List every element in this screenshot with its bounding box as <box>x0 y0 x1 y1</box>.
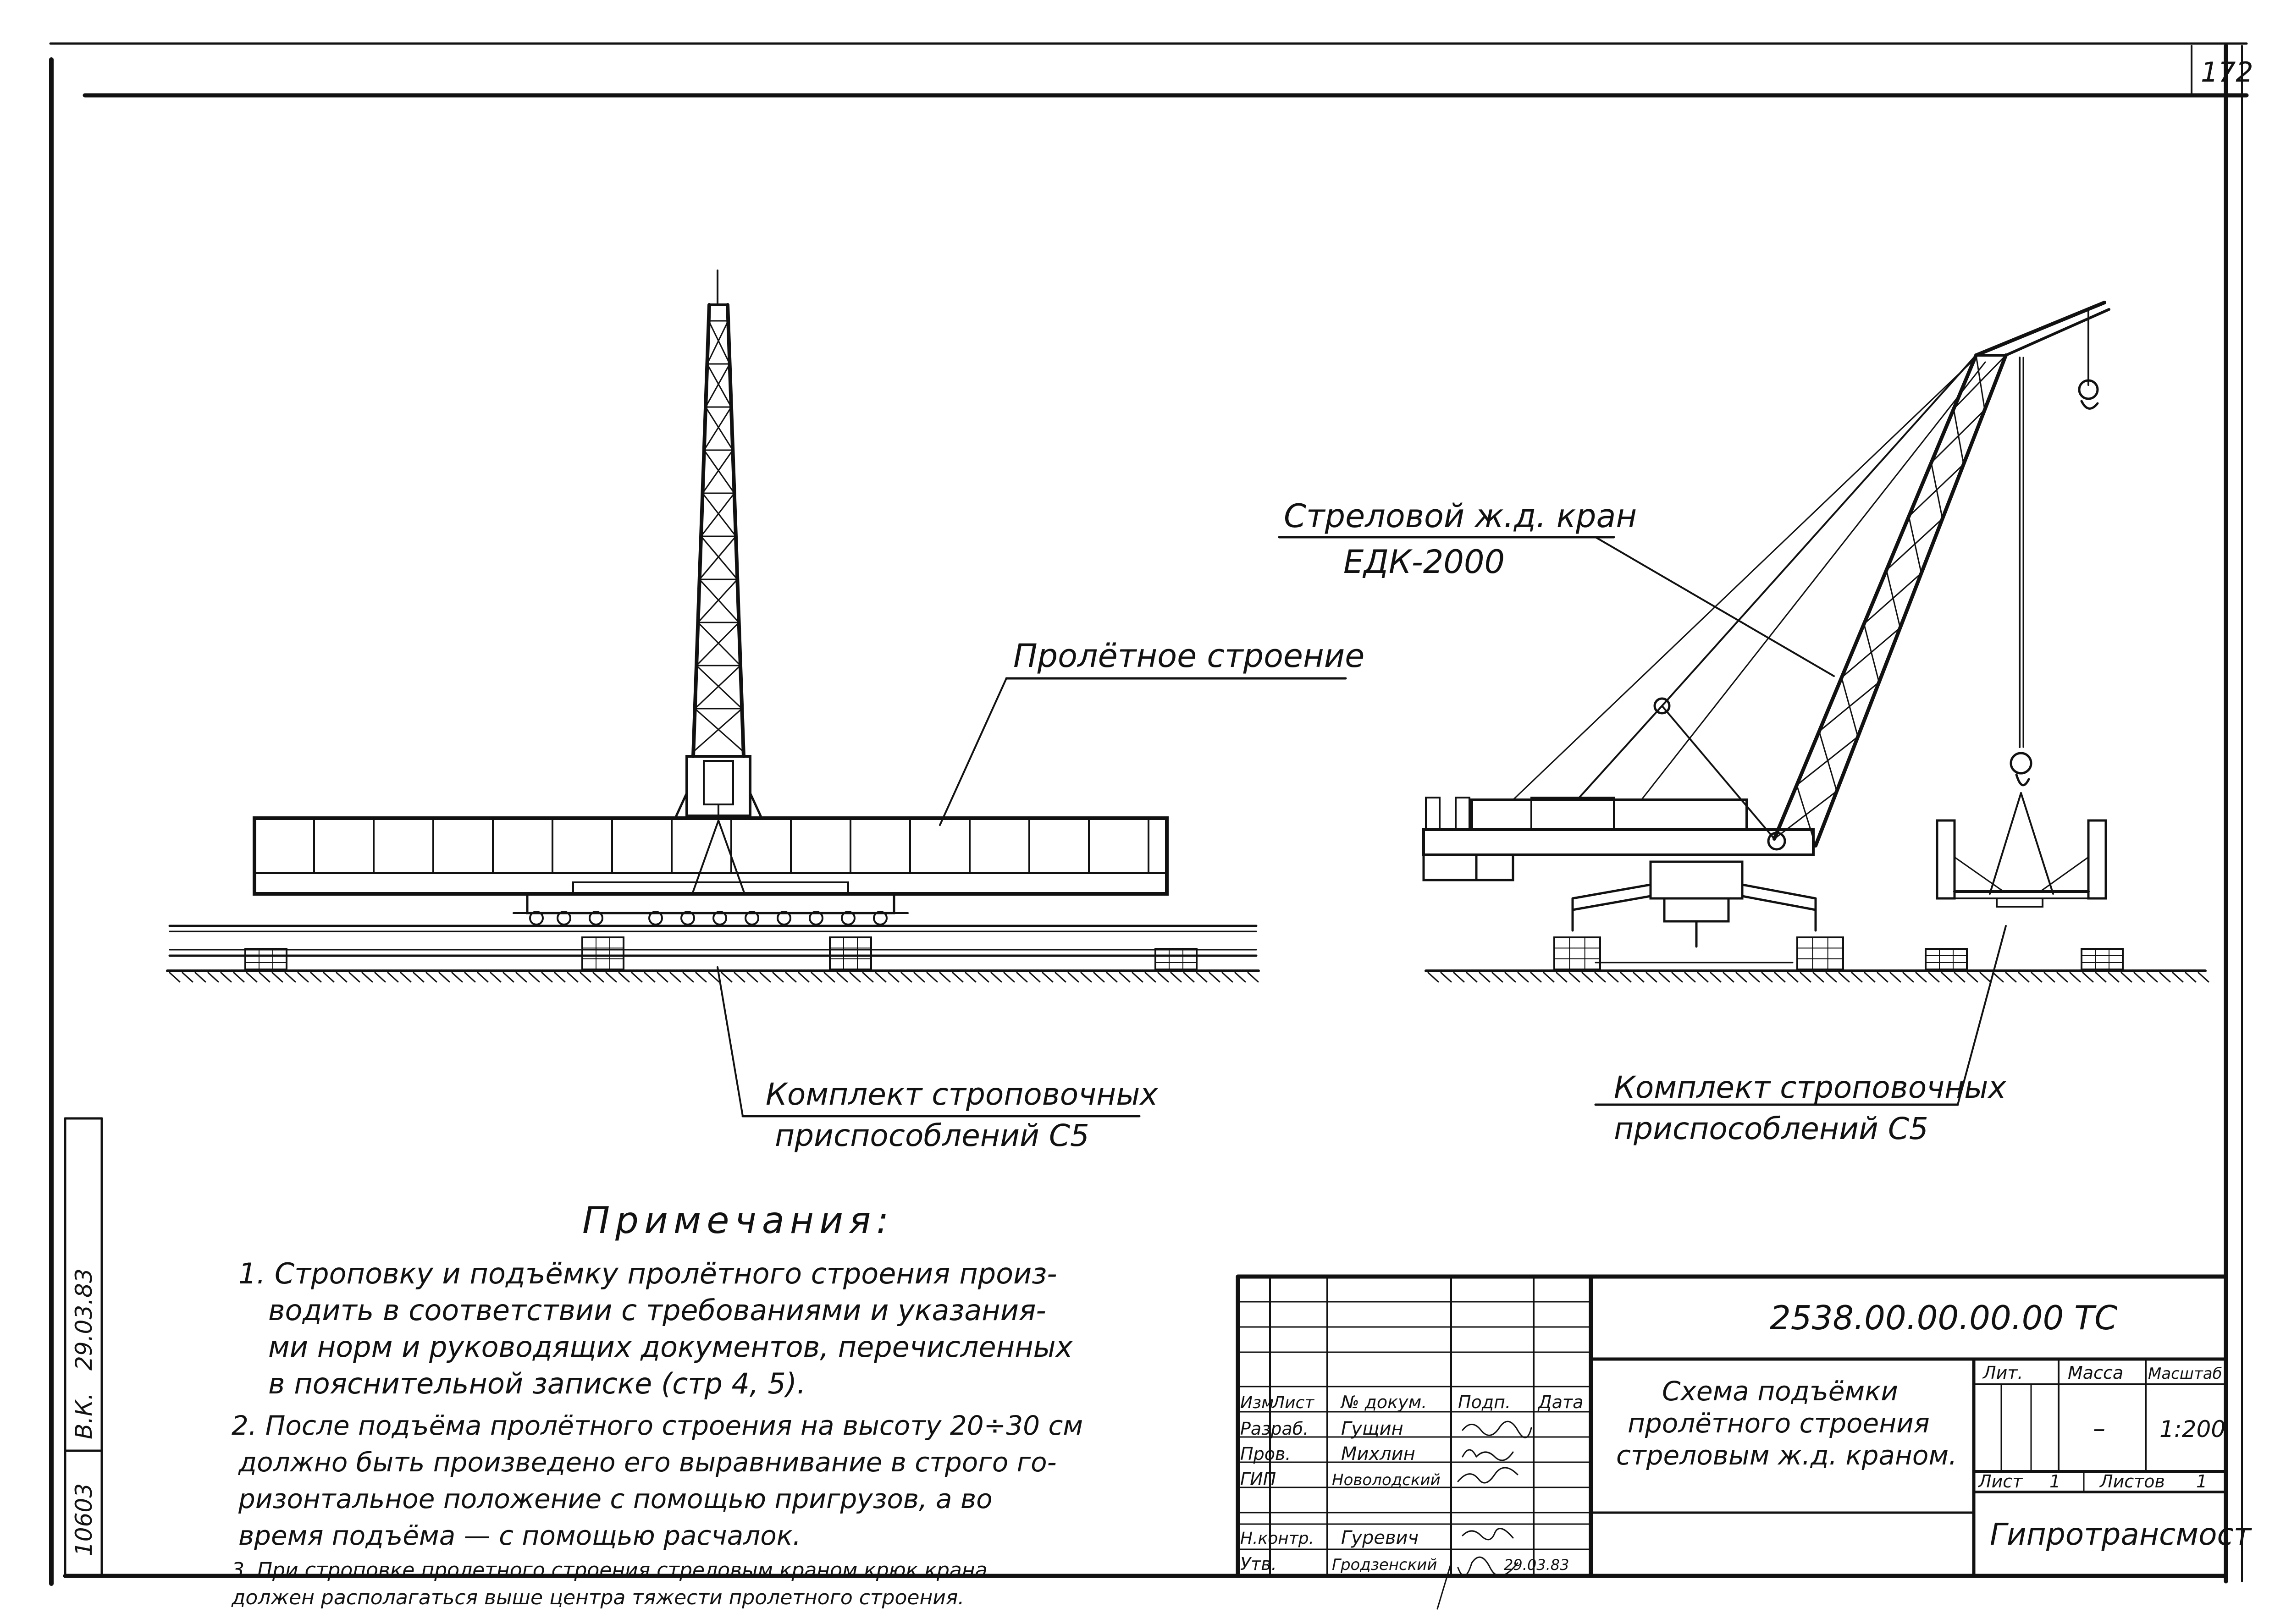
scale-label: Масштаб <box>2148 1365 2222 1383</box>
suspended-span <box>1936 792 2107 908</box>
label-kit-left-2: приспособлений С5 <box>775 1118 1089 1153</box>
note-line-8: время подъёма — с помощью расчалок. <box>238 1520 801 1551</box>
support-blocks-left <box>244 936 1198 970</box>
label-kit-right-2: приспособлений С5 <box>1614 1111 1928 1146</box>
name-nkontr: Гуревич <box>1341 1527 1419 1548</box>
sheet-frame: 172 <box>49 42 2253 1586</box>
sheets-label: Листов <box>2099 1471 2165 1492</box>
mass-value: – <box>2093 1414 2105 1443</box>
col-list: Лист <box>1271 1393 1314 1412</box>
sign-date: 29.03.83 <box>1504 1556 1569 1574</box>
sheet-label: Лист <box>1977 1471 2023 1492</box>
col-date: Дата <box>1537 1392 1583 1412</box>
sheet-number: 172 <box>2201 56 2253 88</box>
callout-leaders <box>717 536 2007 1118</box>
side-stamp-inv: 10603 <box>71 1483 97 1556</box>
sheets-value: 1 <box>2196 1471 2207 1492</box>
label-kit-right-1: Комплект строповочных <box>1614 1070 2006 1105</box>
role-nkontr: Н.контр. <box>1240 1529 1314 1548</box>
lift-tower <box>675 270 762 817</box>
role-gip: ГИП <box>1240 1469 1276 1489</box>
name-razrab: Гущин <box>1341 1418 1403 1439</box>
track-left <box>168 925 1258 957</box>
note-line-7: ризонтальное положение с помощью пригруз… <box>238 1483 993 1514</box>
side-stamp: 10603 В.К. 29.03.83 <box>64 1117 103 1577</box>
role-utv: Утв. <box>1240 1554 1277 1574</box>
description-line-3: стреловым ж.д. краном. <box>1616 1440 1957 1471</box>
note-line-5: 2. После подъёма пролётного строения на … <box>232 1410 1083 1441</box>
note-line-4: в пояснительной записке (стр 4, 5). <box>268 1367 806 1400</box>
note-line-1: 1. Строповку и подъёмку пролётного строе… <box>238 1257 1057 1290</box>
role-prov: Пров. <box>1240 1444 1291 1464</box>
slings-left <box>691 804 745 895</box>
signatures <box>1436 1420 1532 1610</box>
label-crane-model-line1: Стреловой ж.д. кран <box>1284 497 1637 535</box>
note-line-9: 3. При строповке пролетного строения стр… <box>232 1558 988 1582</box>
ground-left <box>166 969 1260 983</box>
col-sign: Подп. <box>1458 1392 1511 1412</box>
side-stamp-date: 29.03.83 <box>71 1268 97 1371</box>
description-line-1: Схема подъёмки <box>1662 1376 1898 1407</box>
note-line-10: должен располагаться выше центра тяжести… <box>231 1586 964 1609</box>
description-line-2: пролётного строения <box>1628 1408 1930 1439</box>
role-razrab: Разраб. <box>1240 1419 1309 1439</box>
name-gip: Новолодский <box>1332 1471 1441 1489</box>
name-utv: Гродзенский <box>1332 1556 1437 1574</box>
support-blocks-right <box>1553 936 2124 970</box>
name-prov: Михлин <box>1341 1443 1415 1464</box>
col-doc: № докум. <box>1340 1392 1427 1412</box>
rail-car <box>513 881 909 925</box>
sheet-value: 1 <box>2049 1471 2060 1492</box>
note-line-3: ми норм и руководящих документов, перечи… <box>268 1330 1073 1364</box>
lit-label: Лит. <box>1982 1363 2023 1383</box>
label-kit-left-1: Комплект строповочных <box>766 1077 1158 1112</box>
right-view <box>1422 301 2209 983</box>
crane-edk-2000 <box>1422 301 2110 948</box>
left-view <box>166 270 1260 983</box>
organization: Гипротрансмост <box>1990 1517 2253 1552</box>
ground-right <box>1425 962 2209 983</box>
label-span: Пролётное строение <box>1013 637 1364 675</box>
title-block: Изм Лист № докум. Подп. Дата Разраб. Гущ… <box>1236 1274 2253 1610</box>
label-crane-model-line2: ЕДК-2000 <box>1343 543 1505 581</box>
note-line-2: водить в соответствии с требованиями и у… <box>268 1294 1046 1327</box>
notes: Примечания: 1. Строповку и подъёмку прол… <box>231 1199 1083 1609</box>
doc-code: 2538.00.00.00.00 ТС <box>1770 1299 2118 1337</box>
note-line-6: должно быть произведено его выравнивание… <box>238 1447 1057 1478</box>
col-izm: Изм <box>1240 1393 1274 1412</box>
side-stamp-sign: В.К. <box>71 1393 97 1439</box>
notes-title: Примечания: <box>582 1199 894 1242</box>
scale-value: 1:200 <box>2159 1416 2225 1442</box>
mass-label: Масса <box>2068 1363 2123 1383</box>
